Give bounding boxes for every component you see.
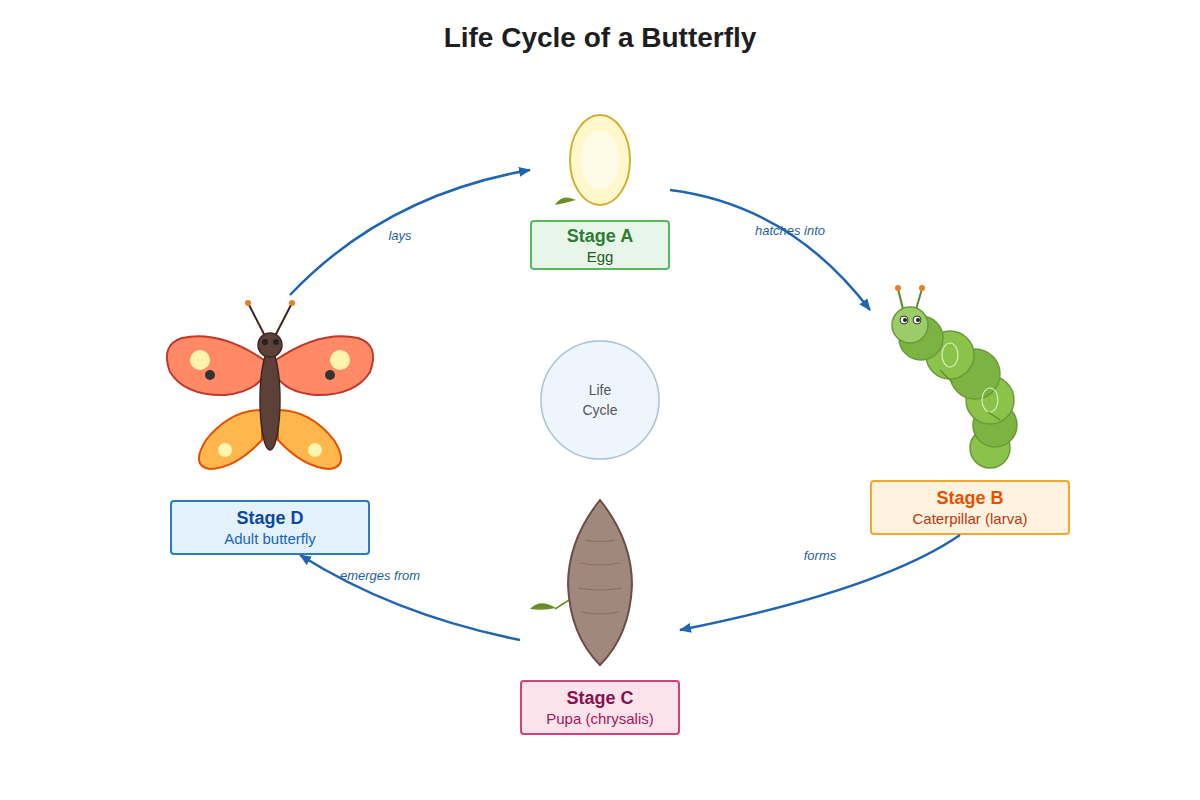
circle-text-wrap: Life Cycle: [540, 340, 660, 460]
stage-heading: Stage B: [936, 487, 1003, 509]
center-circle: Life Cycle: [540, 340, 660, 460]
center-text: Life Cycle: [575, 380, 625, 420]
diagram-title: Life Cycle of a Butterfly: [0, 22, 1200, 54]
stage-box: Stage AEgg: [530, 220, 670, 270]
cycle-arrow: [670, 190, 870, 310]
stage-node: Stage AEgg: [530, 110, 670, 270]
stage-node: Stage BCaterpillar (larva): [870, 280, 1070, 535]
stage-name: Adult butterfly: [224, 529, 316, 548]
cycle-arrow: [300, 555, 520, 640]
stage-name: Pupa (chrysalis): [546, 709, 654, 728]
pupa-illustration: [530, 500, 632, 665]
edge-label: emerges from: [340, 568, 420, 583]
caterpillar-illustration: [892, 285, 1017, 468]
cycle-arrow: [290, 170, 530, 295]
stage-box: Stage BCaterpillar (larva): [870, 480, 1070, 535]
edge-label: hatches into: [755, 223, 825, 238]
cycle-arrow: [680, 535, 960, 630]
edge-label: forms: [804, 548, 837, 563]
edge-label: lays: [388, 228, 411, 243]
stage-heading: Stage C: [566, 687, 633, 709]
stage-box: Stage CPupa (chrysalis): [520, 680, 680, 735]
stage-node: Stage CPupa (chrysalis): [520, 495, 680, 735]
circle-outline: [540, 340, 660, 460]
stage-heading: Stage D: [236, 507, 303, 529]
stage-heading: Stage A: [567, 225, 633, 247]
stage-name: Egg: [587, 247, 614, 266]
stage-box: Stage DAdult butterfly: [170, 500, 370, 555]
stage-name: Caterpillar (larva): [912, 509, 1027, 528]
stage-node: Stage DAdult butterfly: [165, 295, 375, 555]
egg-illustration: [555, 115, 630, 205]
butterfly-illustration: [167, 300, 373, 469]
